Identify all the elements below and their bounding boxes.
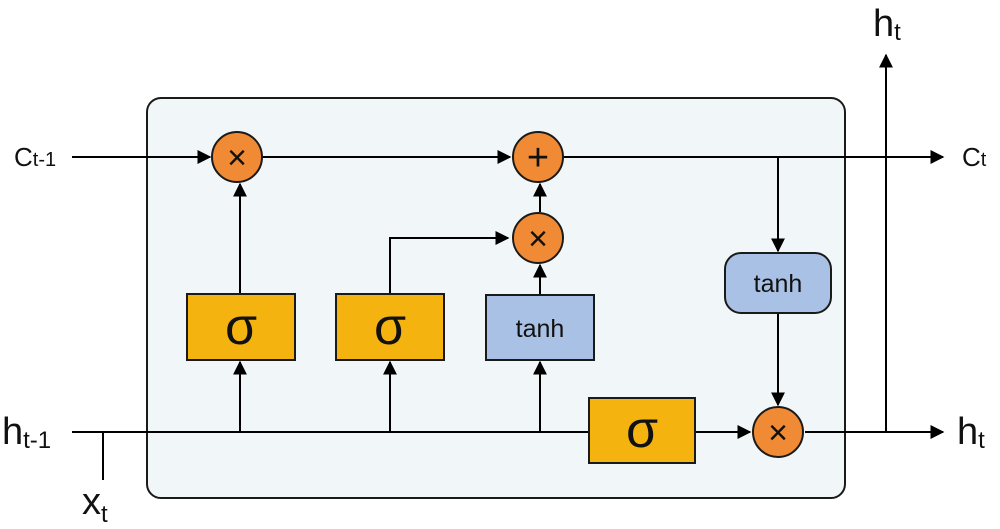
input-gate-box [335, 293, 445, 361]
hidden-out-top-label: ht [873, 3, 901, 46]
cell-state-out-label: Ct [962, 142, 987, 172]
add-operator: + [512, 131, 564, 183]
output-gate-box [588, 397, 696, 464]
input-gate-label: σ [374, 298, 406, 356]
cell-tanh-label: tanh [754, 270, 803, 298]
forget-multiply-operator: × [211, 131, 263, 183]
output-multiply-symbol: × [768, 414, 788, 452]
hidden-out-right-label: ht [957, 411, 985, 454]
forget-gate-label: σ [225, 298, 257, 356]
input-multiply-operator: × [512, 212, 564, 264]
candidate-tanh-box [485, 294, 595, 361]
x-input-label: xt [82, 481, 108, 528]
input-multiply-symbol: × [528, 220, 548, 258]
forget-gate-box [186, 293, 296, 361]
output-multiply-operator: × [752, 406, 804, 458]
cell-tanh-box [724, 252, 832, 314]
input-gate-arrow [389, 231, 510, 293]
forget-multiply-symbol: × [227, 139, 247, 177]
hidden-prev-label: ht-1 [2, 411, 51, 454]
cell-state-prev-label: Ct-1 [14, 142, 56, 172]
add-symbol: + [527, 137, 549, 179]
candidate-tanh-label: tanh [516, 315, 565, 343]
output-gate-label: σ [626, 401, 658, 459]
